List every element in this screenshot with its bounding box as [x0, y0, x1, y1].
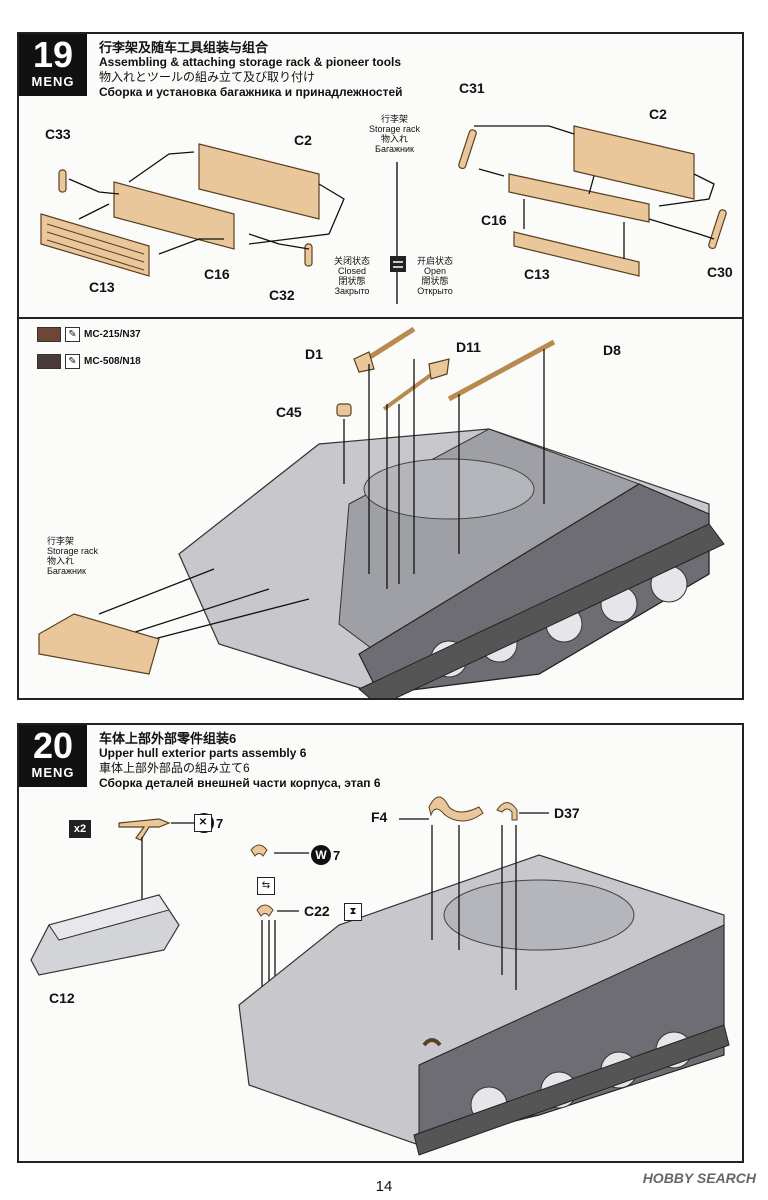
step-20-number: 20: [32, 725, 74, 766]
water-decal-icon: W: [311, 845, 331, 865]
paint-chip-1: ✎ MC-215/N37: [37, 327, 141, 342]
step-20-titles: 车体上部外部零件组装6 Upper hull exterior parts as…: [99, 731, 381, 791]
title-zh: 车体上部外部零件组装6: [99, 731, 237, 746]
part-label-c13-left: C13: [89, 279, 115, 295]
step-20-badge: 20 MENG: [19, 725, 87, 787]
step-20-panel: 20 MENG 车体上部外部零件组装6 Upper hull exterior …: [17, 723, 744, 1163]
title-en: Assembling & attaching storage rack & pi…: [99, 55, 402, 69]
meng-logo: MENG: [19, 74, 87, 89]
watermark: HOBBY SEARCH: [642, 1170, 756, 1186]
title-ru: Сборка деталей внешней части корпуса, эт…: [99, 776, 381, 790]
storage-rack-lower-label: 行李架 Storage rack 物入れ Багажник: [47, 536, 99, 576]
step-19-number: 19: [32, 34, 74, 75]
step-20-drawing: [30, 796, 730, 1156]
scissors-icon: ✕: [194, 814, 212, 832]
water-decal-number: 7: [333, 847, 341, 863]
step-19-drawing: [38, 125, 727, 698]
storage-rack-center-label: 行李架 Storage rack 物入れ Багажник: [369, 114, 421, 154]
page-number: 14: [375, 1178, 393, 1195]
part-label-c31: C31: [459, 80, 485, 96]
water-decal-number: 7: [216, 815, 224, 831]
part-label-c13-right: C13: [524, 266, 550, 282]
part-label-d37: D37: [554, 805, 580, 821]
water-decal-7-mid: W 7: [311, 845, 340, 865]
part-label-c30: C30: [707, 264, 733, 280]
paint-code-2: MC-508/N18: [84, 356, 141, 367]
step-19-panel: 19 MENG 行李架及随车工具组装与组合 Assembling & attac…: [17, 32, 744, 700]
part-label-d11: D11: [456, 339, 481, 355]
title-jp: 物入れとツールの組み立て及び取り付け: [99, 70, 316, 84]
part-label-c45: C45: [276, 404, 302, 420]
part-label-c2-left: C2: [294, 132, 312, 148]
part-label-d8: D8: [603, 342, 621, 358]
title-zh: 行李架及随车工具组装与组合: [99, 40, 269, 55]
part-label-c33: C33: [45, 126, 71, 142]
step-19-titles: 行李架及随车工具组装与组合 Assembling & attaching sto…: [99, 40, 403, 100]
part-label-c2-right: C2: [649, 106, 667, 122]
water-decal-7-top: W 7 ❚ ✕: [194, 813, 223, 833]
title-jp: 車体上部外部品の組み立て6: [99, 761, 250, 775]
title-ru: Сборка и установка багажника и принадлеж…: [99, 85, 403, 99]
hourglass-icon: ⧗: [344, 903, 362, 921]
option-state-icon: ⇆: [257, 877, 275, 895]
part-label-c12: C12: [49, 990, 75, 1006]
title-en: Upper hull exterior parts assembly 6: [99, 746, 307, 760]
paint-swatch-2: [37, 354, 61, 369]
paint-swatch-1: [37, 327, 61, 342]
paint-code-1: MC-215/N37: [84, 329, 141, 340]
step-19-divider: [19, 317, 742, 319]
step-19-badge: 19 MENG: [19, 34, 87, 96]
part-label-c16-left: C16: [204, 266, 230, 282]
part-label-c16-right: C16: [481, 212, 507, 228]
paint-chip-2: ✎ MC-508/N18: [37, 354, 141, 369]
part-label-c32: C32: [269, 287, 295, 303]
multiplier-badge: x2: [69, 820, 91, 838]
brush-icon: ✎: [65, 327, 80, 342]
closed-state-label: 关闭状态 Closed 閉状態 Закрыто: [334, 256, 371, 296]
part-label-d1: D1: [305, 346, 323, 362]
meng-logo: MENG: [19, 765, 87, 780]
open-state-label: 开启状态 Open 開状態 Открыто: [417, 256, 454, 296]
part-label-c22: C22: [304, 903, 330, 919]
brush-icon: ✎: [65, 354, 80, 369]
part-label-f4: F4: [371, 809, 388, 825]
